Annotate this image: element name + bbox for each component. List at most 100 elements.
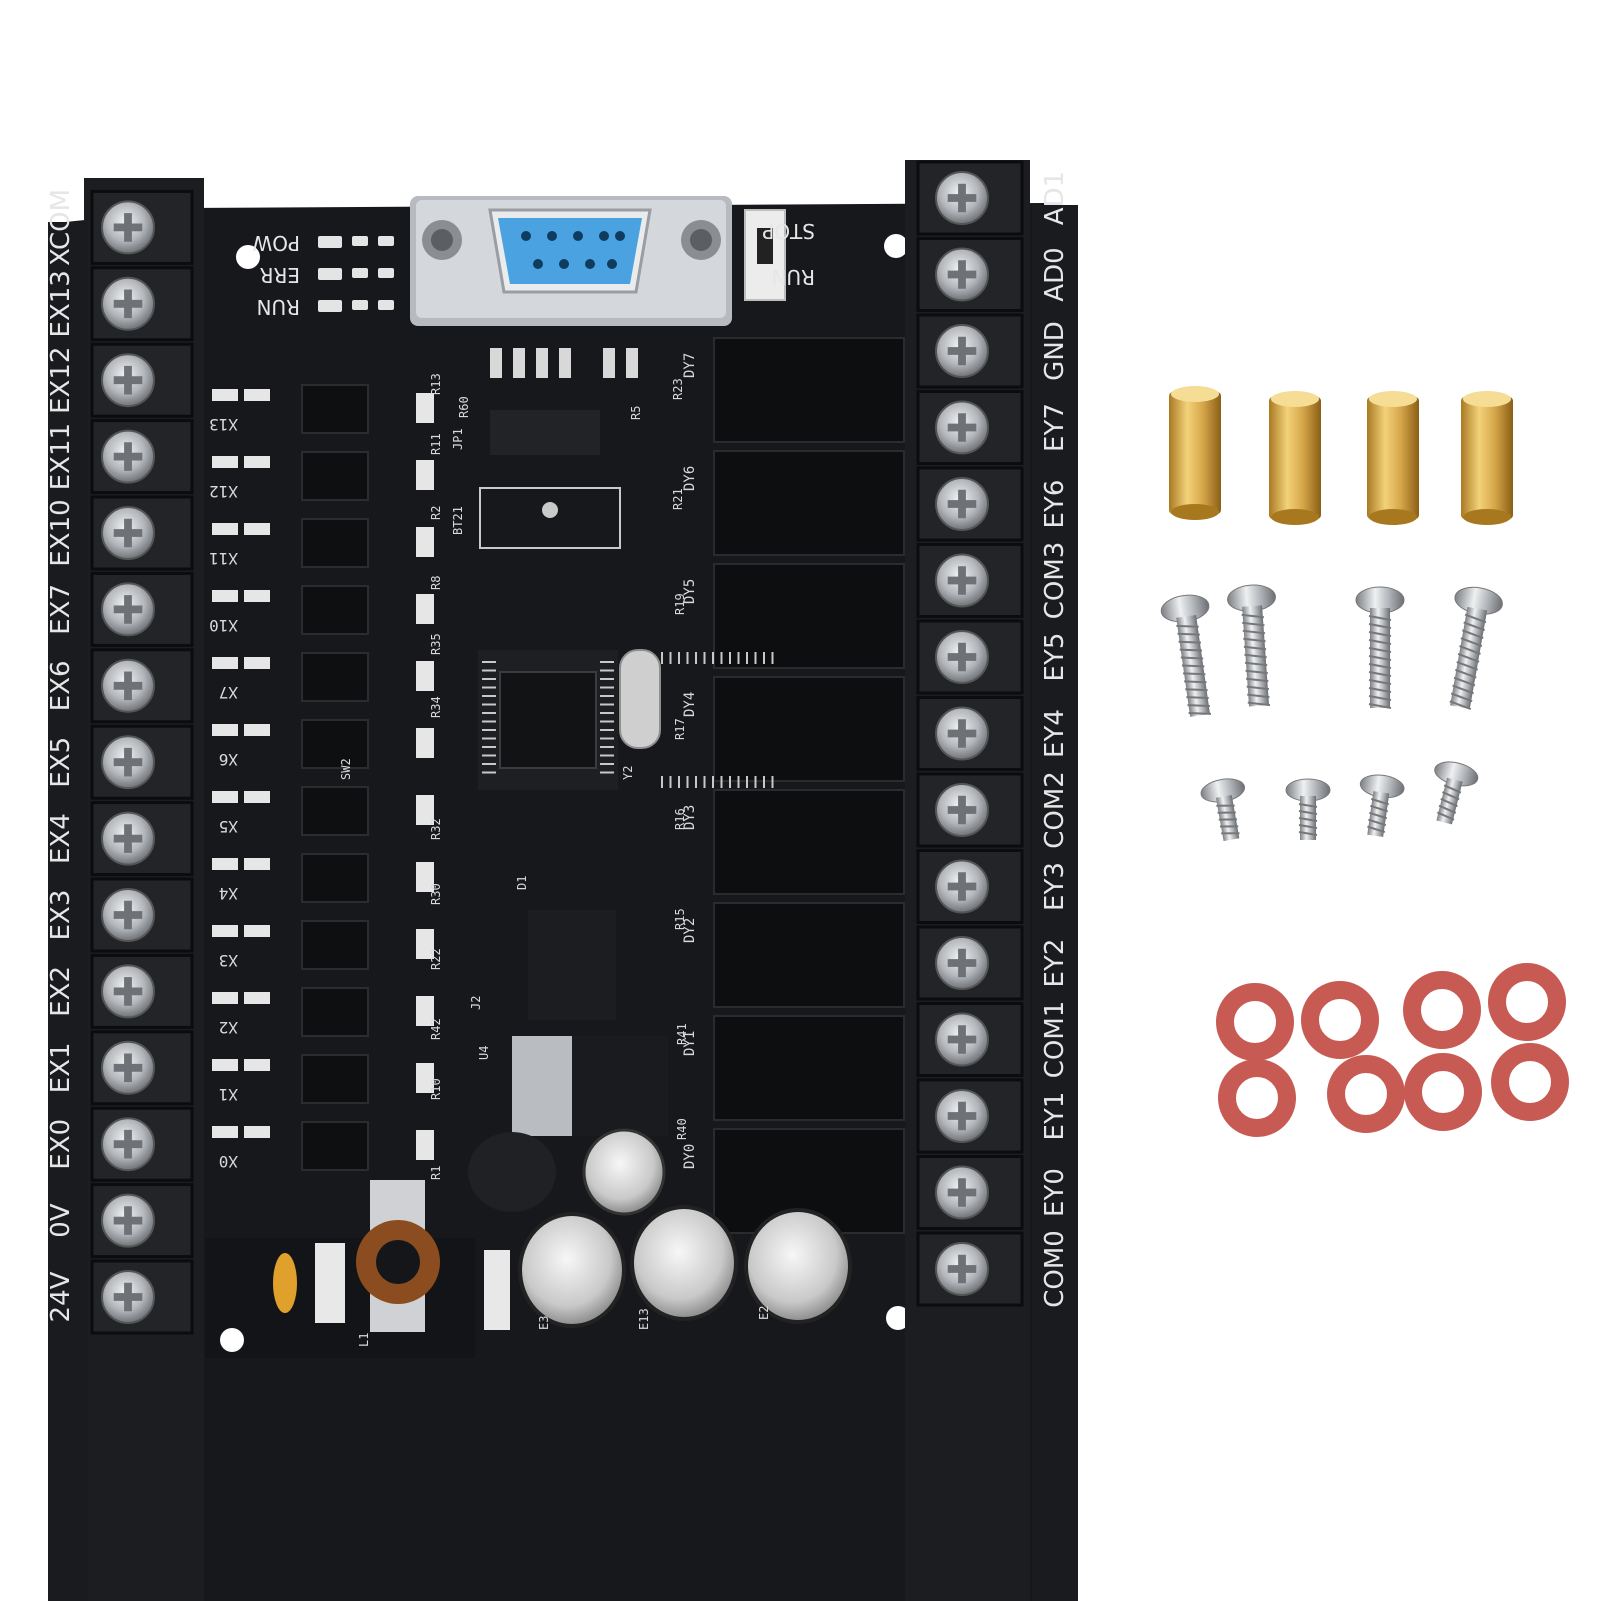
right-terminal-label: EY1 [1040, 1092, 1070, 1141]
fiber-washer [1301, 981, 1379, 1059]
optocoupler [301, 853, 369, 903]
left-terminal[interactable]: EX2 [46, 953, 194, 1029]
right-terminal[interactable]: EY6 [916, 466, 1070, 542]
long-screws [1160, 584, 1503, 717]
silk-label: R13 [429, 373, 443, 395]
silk-label: R23 [671, 378, 685, 400]
left-terminal[interactable]: EX10 [46, 495, 194, 571]
power-section [273, 910, 852, 1332]
right-terminal-label: EY4 [1040, 709, 1070, 758]
status-leds: POW ERR RUN [252, 231, 394, 319]
silk-label: R41 [675, 1023, 689, 1045]
right-terminal[interactable]: GND [916, 313, 1070, 389]
silk-label: J2 [469, 996, 483, 1010]
input-label: X6 [219, 750, 238, 769]
short-screw [1200, 778, 1246, 842]
right-terminal[interactable]: COM1 [916, 1001, 1070, 1079]
left-terminal[interactable]: EX13 [46, 266, 194, 342]
left-terminal[interactable]: EX7 [46, 571, 194, 647]
optocoupler [301, 920, 369, 970]
left-terminal[interactable]: EX1 [46, 1030, 194, 1106]
left-terminal[interactable]: EX11 [46, 419, 194, 495]
right-terminal[interactable]: COM3 [916, 542, 1070, 620]
right-terminal[interactable]: EY3 [916, 849, 1070, 924]
output-label: DY0 [682, 1144, 698, 1169]
right-terminal-label: COM1 [1040, 1001, 1070, 1079]
input-label: X12 [209, 482, 238, 501]
right-terminal[interactable]: EY0 [916, 1155, 1070, 1230]
right-terminal-label: AD0 [1040, 247, 1070, 301]
switch-label-stop: STOP [762, 219, 815, 243]
silk-label: R42 [429, 1018, 443, 1040]
left-terminal[interactable]: 24V [46, 1259, 194, 1335]
fiber-washer [1404, 1053, 1482, 1131]
right-terminal[interactable]: AD0 [916, 237, 1070, 312]
fiber-washers [1216, 963, 1569, 1137]
silk-label: E3 [537, 1316, 551, 1330]
silk-label: R15 [673, 908, 687, 930]
long-screw [1355, 586, 1405, 709]
left-terminal[interactable]: XCOM [46, 189, 194, 266]
relay [713, 563, 905, 669]
left-terminal-label: EX6 [46, 660, 76, 711]
input-label: X10 [209, 616, 238, 635]
silk-label: R35 [429, 633, 443, 655]
right-terminal-label: EY6 [1040, 480, 1070, 529]
left-terminal[interactable]: EX4 [46, 801, 194, 877]
fiber-washer [1218, 1059, 1296, 1137]
left-terminal[interactable]: EX0 [46, 1106, 194, 1182]
right-terminal[interactable]: EY5 [916, 619, 1070, 695]
silk-label: R30 [429, 883, 443, 905]
right-terminal[interactable]: EY1 [916, 1078, 1070, 1154]
short-screws [1200, 761, 1479, 842]
right-terminal[interactable]: COM0 [916, 1230, 1070, 1308]
right-terminal[interactable]: AD1 [916, 160, 1070, 236]
left-terminal-label: EX5 [46, 737, 76, 788]
input-label: X1 [219, 1085, 238, 1104]
right-terminal-label: EY5 [1040, 633, 1070, 682]
silk-label: Y2 [621, 766, 635, 780]
output-label: DY6 [682, 466, 698, 491]
silk-label: E2 [757, 1306, 771, 1320]
left-terminal[interactable]: EX6 [46, 648, 194, 724]
left-terminal[interactable]: 0V [46, 1183, 194, 1259]
right-terminal[interactable]: EY2 [916, 925, 1070, 1001]
long-screw [1227, 584, 1276, 707]
right-terminal-label: EY0 [1040, 1168, 1070, 1217]
silk-label: R19 [673, 593, 687, 615]
right-terminal[interactable]: EY7 [916, 390, 1070, 465]
right-terminal[interactable]: COM2 [916, 771, 1070, 849]
silkscreen-labels: R23R60JP1BT21R5R21R19R17R16R15R41R40D1J2… [339, 373, 771, 1347]
input-label: X11 [209, 549, 238, 568]
brass-standoff [1169, 392, 1221, 514]
optocoupler [301, 786, 369, 836]
silk-label: R40 [675, 1118, 689, 1140]
short-screw [1285, 778, 1331, 840]
led-label-err: ERR [259, 263, 300, 287]
left-terminal-label: EX2 [46, 966, 76, 1017]
long-screw [1160, 594, 1212, 717]
optocoupler [301, 719, 369, 769]
left-terminal[interactable]: EX3 [46, 877, 194, 953]
left-terminal[interactable]: EX5 [46, 724, 194, 800]
brass-standoff [1367, 397, 1419, 519]
right-terminal-block: AD1AD0GNDEY7EY6COM3EY5EY4COM2EY3EY2COM1E… [905, 160, 1078, 1601]
input-label: X13 [209, 415, 238, 434]
optocoupler [301, 652, 369, 702]
right-terminal-label: EY3 [1040, 862, 1070, 911]
right-terminal-label: EY2 [1040, 939, 1070, 988]
left-terminal-label: EX3 [46, 890, 76, 941]
left-terminal[interactable]: EX12 [46, 342, 194, 418]
silk-label: BT21 [451, 506, 465, 535]
mcu-chip [478, 649, 774, 790]
switch-label-run: RUN [772, 265, 816, 289]
right-terminal[interactable]: EY4 [916, 696, 1070, 771]
run-stop-switch[interactable]: STOP RUN [744, 209, 816, 301]
led-label-pow: POW [252, 231, 300, 255]
silk-label: R11 [429, 433, 443, 455]
silk-label: R8 [429, 576, 443, 590]
left-terminal-label: 0V [46, 1203, 76, 1238]
db9-serial-port[interactable] [410, 196, 732, 326]
